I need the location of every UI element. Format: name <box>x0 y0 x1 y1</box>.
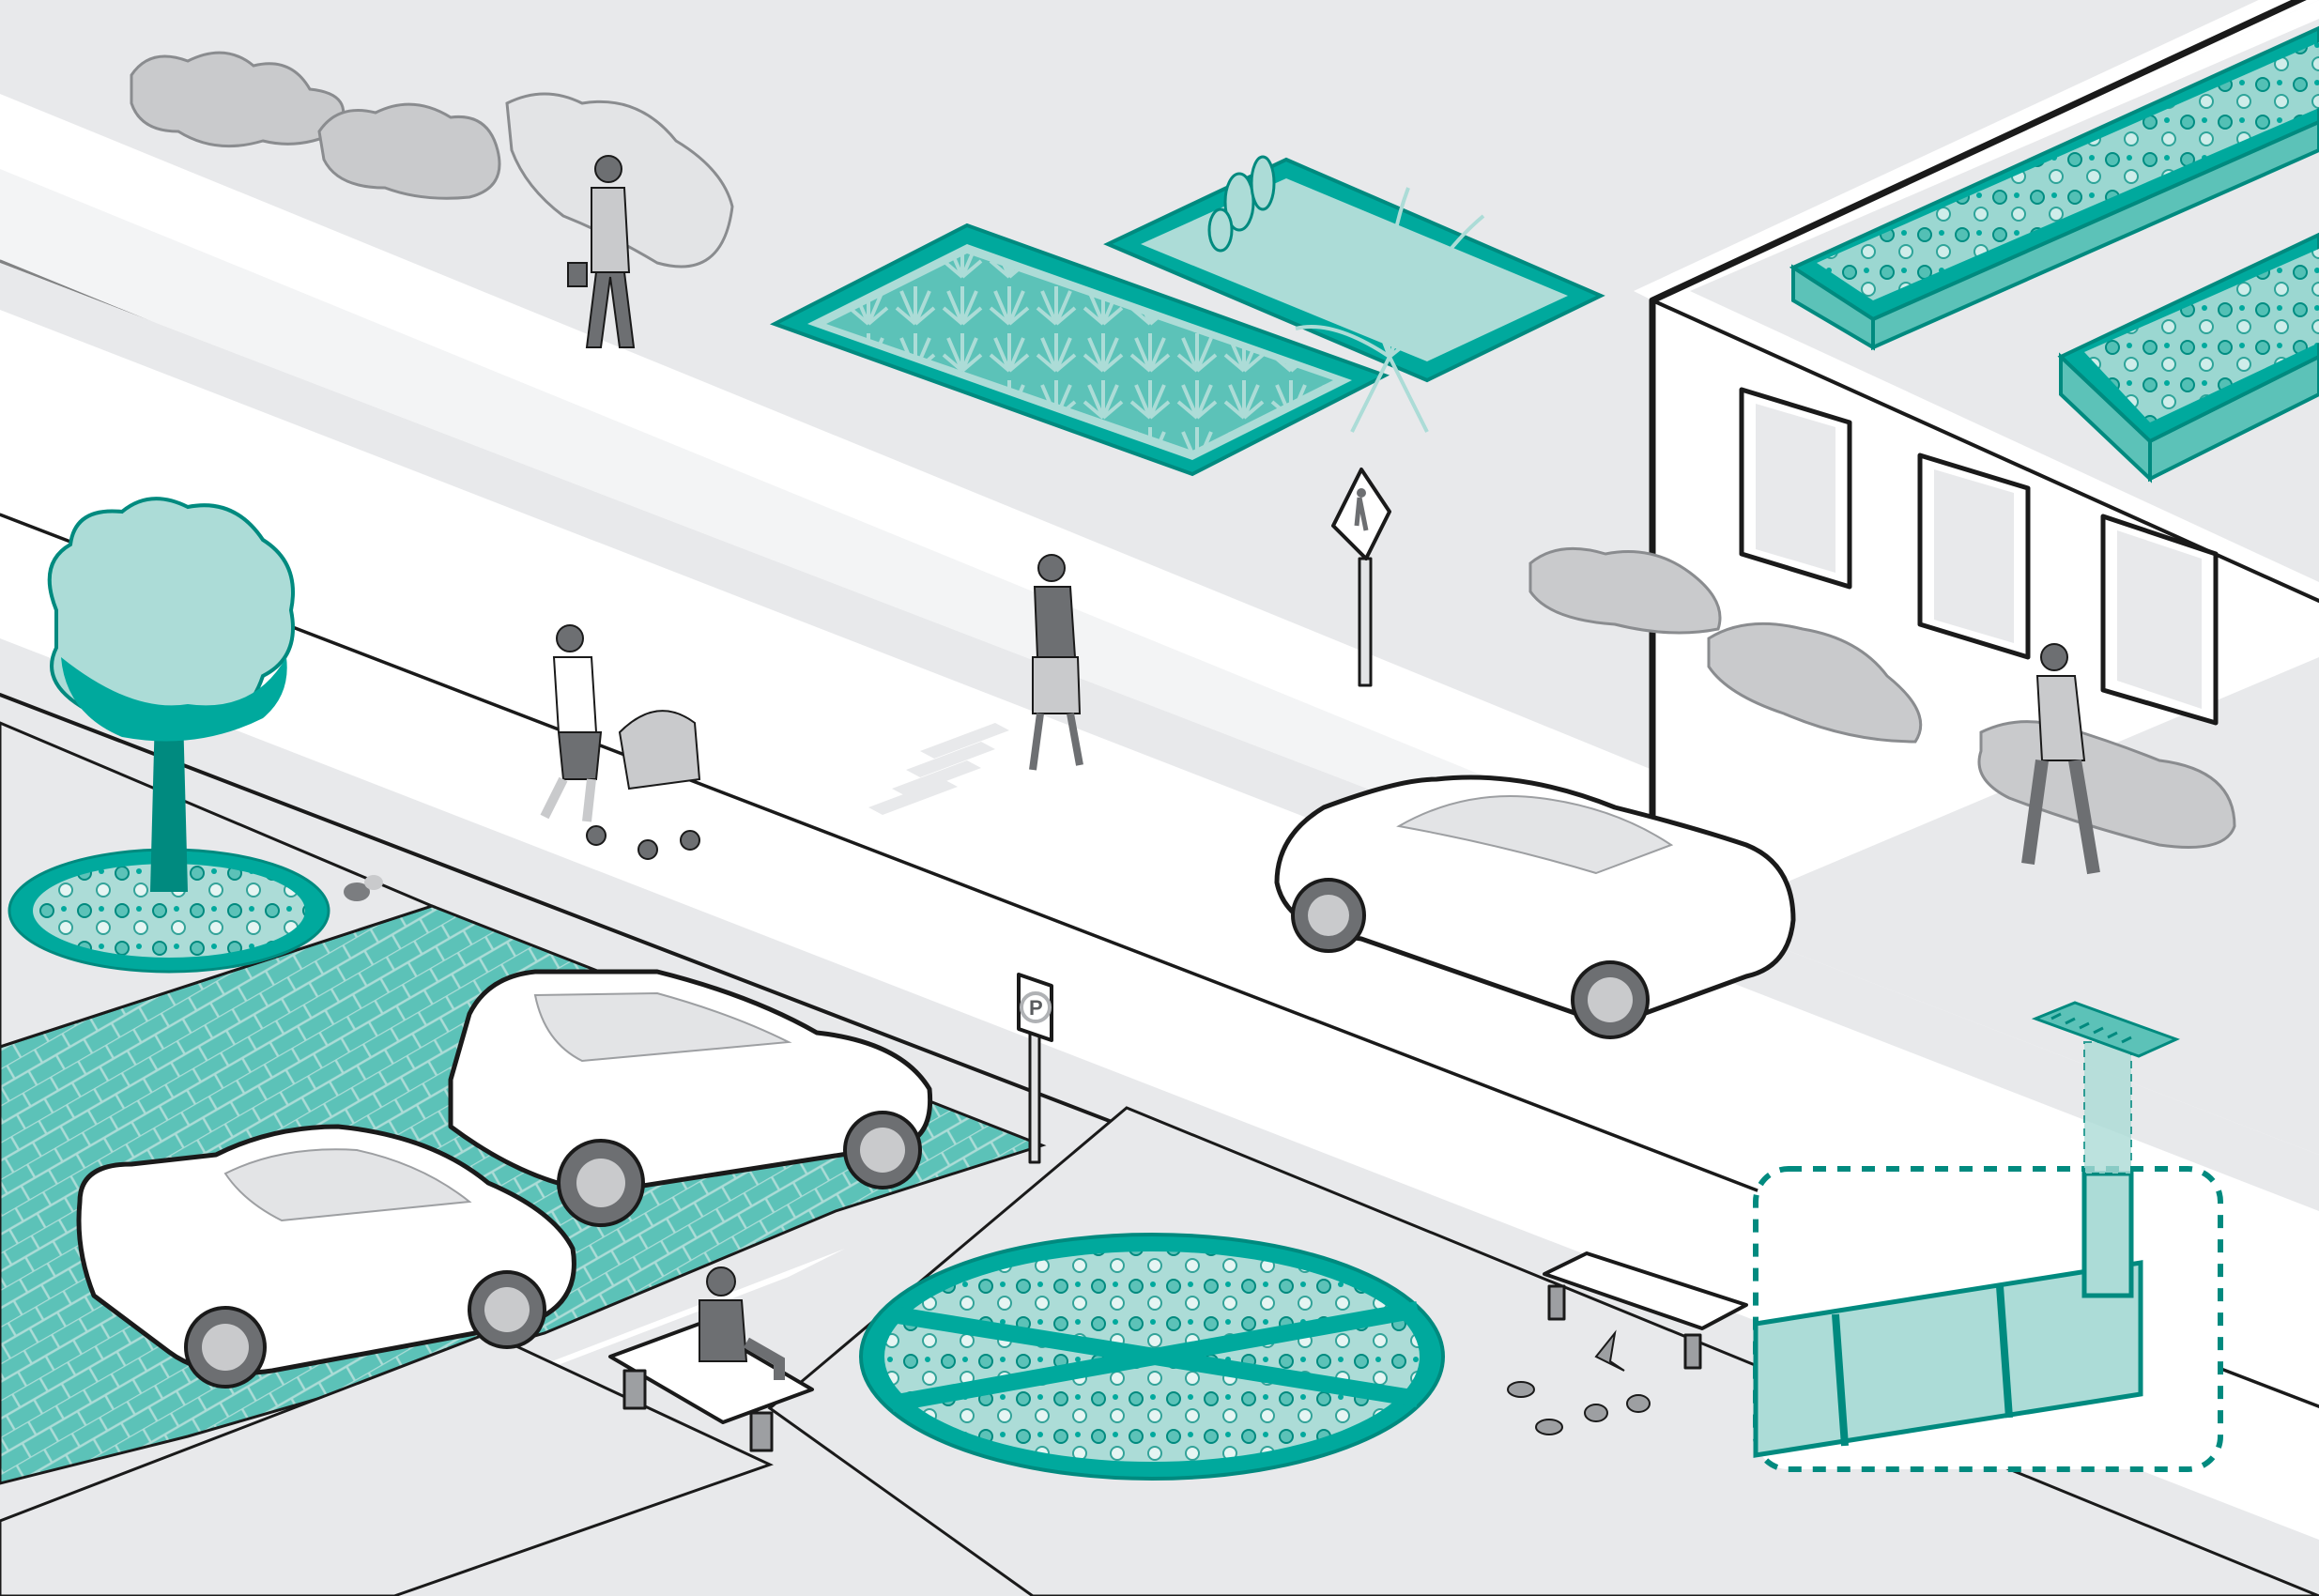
woman-walking-with-bag <box>567 155 636 348</box>
man-walking-by-building <box>2021 643 2100 875</box>
parking-sign-label: P <box>1029 996 1043 1020</box>
street-tree-with-groundcover <box>8 497 330 974</box>
parked-sedan <box>76 1124 576 1389</box>
shrubs-top-left <box>130 51 734 269</box>
bench-right <box>1543 1251 1748 1370</box>
crosswalk-sign <box>1331 468 1391 687</box>
rooftop-green-planter-2 <box>2057 232 2319 483</box>
parking-sign: P <box>1017 973 1053 1164</box>
pigeons <box>1507 1329 1651 1435</box>
woman-walking-crosswalk <box>1029 554 1083 771</box>
parked-suv <box>448 969 933 1227</box>
storm-drain-grate <box>2031 1001 2180 1058</box>
woman-with-stroller <box>540 624 701 860</box>
underground-pipe-cutaway <box>1753 1041 2223 1472</box>
moving-car-on-road <box>1274 775 1796 1039</box>
bench-left <box>608 1322 814 1452</box>
rooftop-green-planter-1 <box>1789 25 2319 351</box>
stormwater-planter-left <box>769 223 1390 477</box>
squirrel <box>344 875 383 901</box>
circular-bioretention-garden <box>859 1233 1445 1481</box>
man-sitting-on-bench <box>699 1266 785 1380</box>
building-windows <box>1739 387 2219 726</box>
crosswalk <box>868 723 1009 815</box>
stormwater-planter-right <box>1103 155 1605 433</box>
